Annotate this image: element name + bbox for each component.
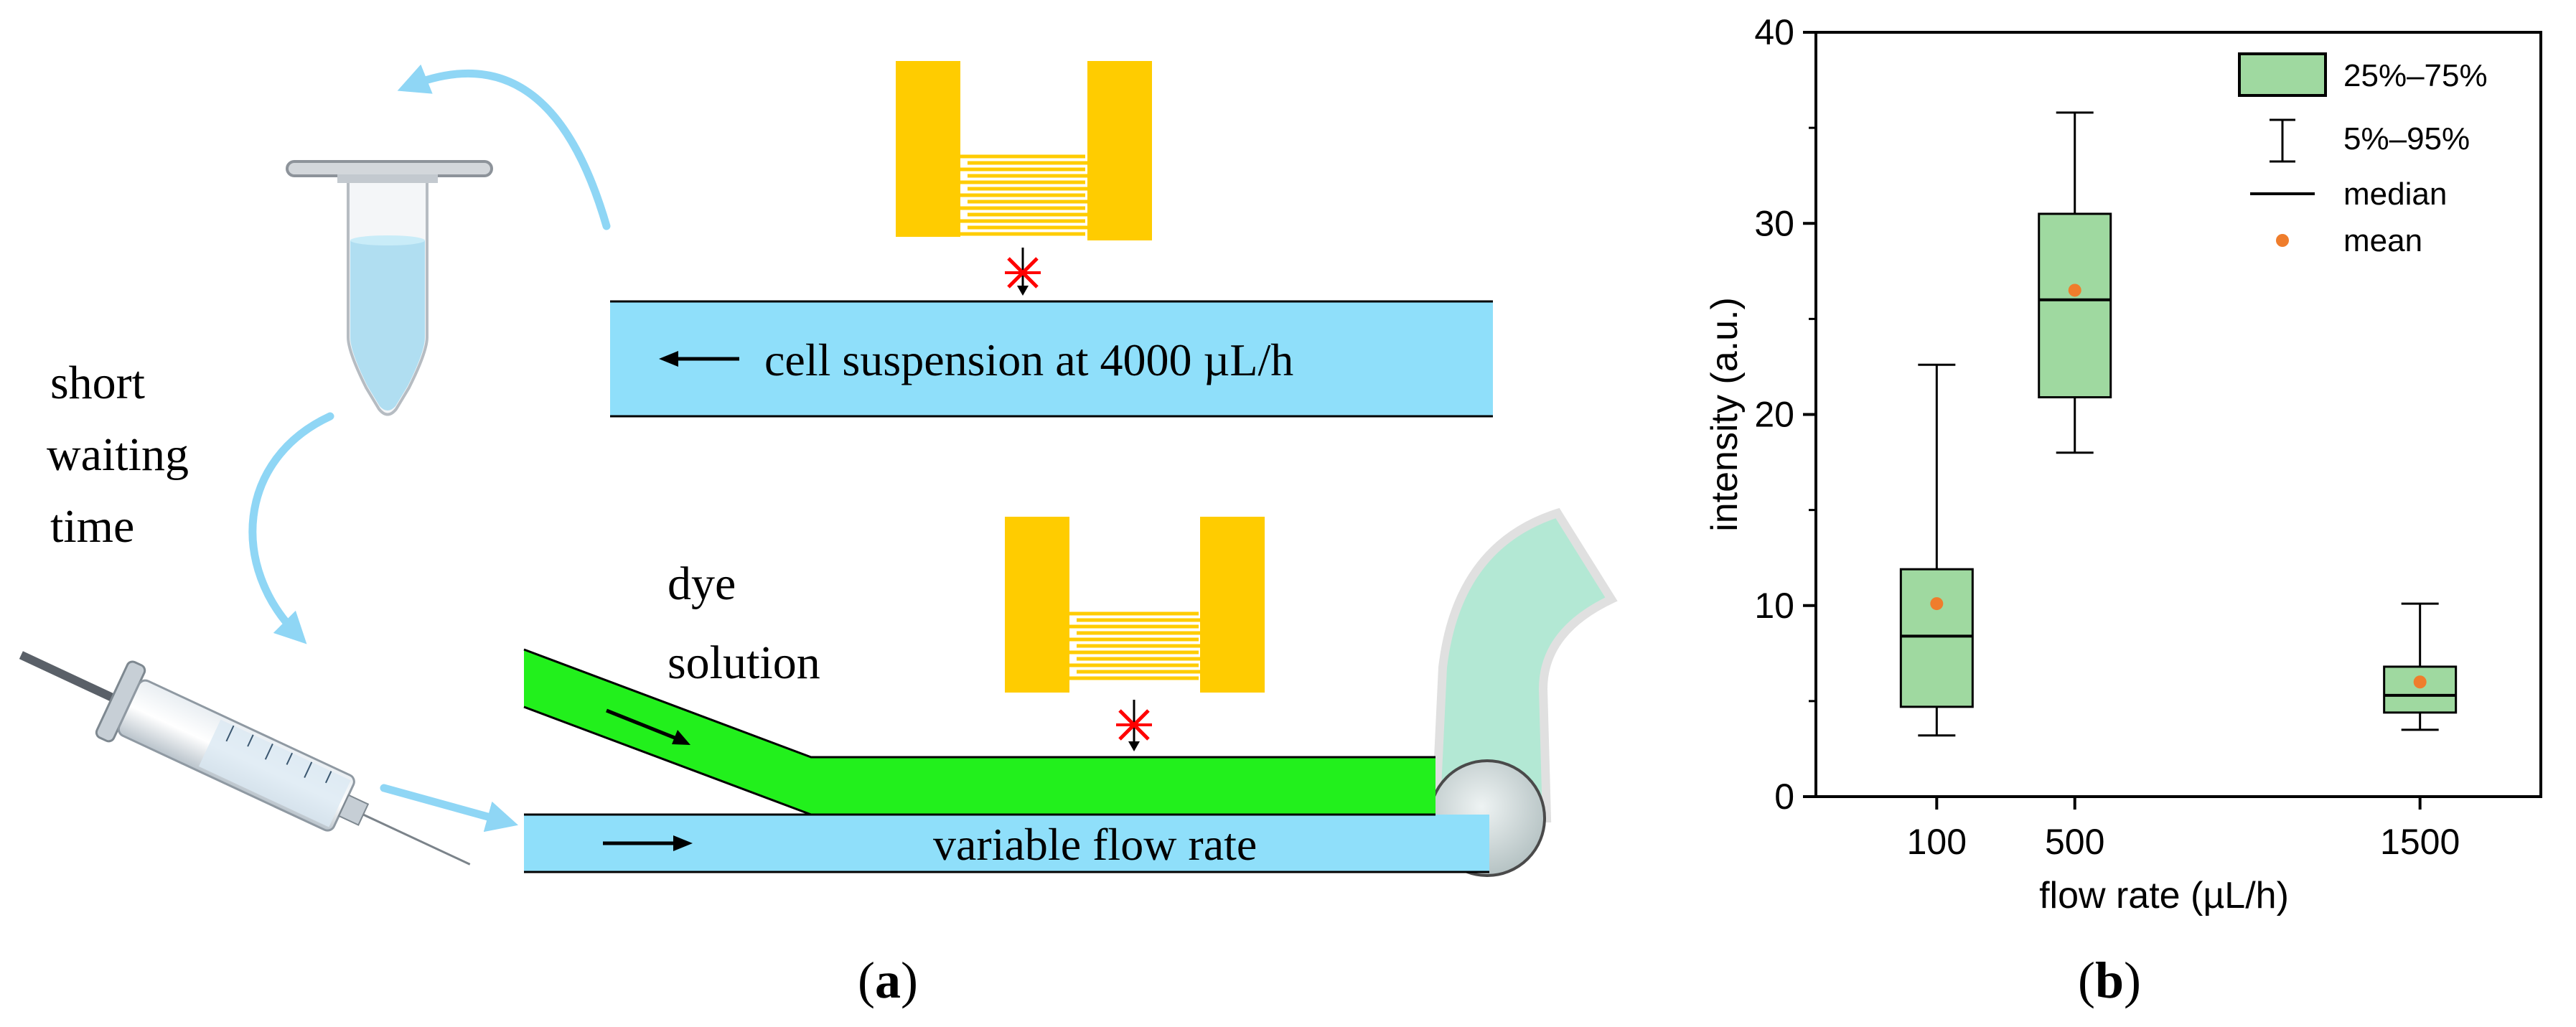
electrode-chip-icon [896, 61, 1152, 240]
bottom-channel-label: variable flow rate [933, 819, 1257, 870]
box-iqr [2038, 212, 2112, 399]
dye-label-line-1: dye [668, 558, 736, 610]
y-tick-label: 30 [1754, 203, 1794, 243]
y-axis-label: intensity (a.u.) [1704, 297, 1746, 532]
bottom-channel: variable flow rate [523, 648, 1489, 873]
top-channel: cell suspension at 4000 µL/h [610, 300, 1493, 418]
top-channel-label: cell suspension at 4000 µL/h [764, 334, 1293, 385]
box-iqr [2383, 665, 2458, 714]
outlet-tubing [1428, 507, 1618, 877]
x-tick-label: 100 [1907, 822, 1967, 862]
box-iqr [1899, 568, 1974, 708]
panel-b-chart: 0 10 20 30 40 100 500 1500 flow rate (µL/h) inten… [1704, 12, 2542, 916]
electrode-chip-icon-bottom [1005, 517, 1265, 693]
waiting-label-line-1: short [50, 357, 145, 409]
panel-a-label-open: ( [858, 952, 875, 1009]
waiting-label-line-3: time [50, 500, 134, 553]
panel-b-label-open: ( [2078, 952, 2095, 1009]
eppendorf-tube-icon [286, 160, 493, 416]
mean-dot [2413, 675, 2427, 689]
y-tick-label: 10 [1754, 586, 1794, 626]
y-tick-label: 40 [1754, 12, 1794, 52]
panel-b-label: (b) [2078, 952, 2141, 1009]
mean-dot [1930, 597, 1944, 611]
panel-a-label-letter: a [875, 952, 901, 1009]
x-tick-label: 1500 [2380, 822, 2460, 862]
x-axis-label: flow rate (µL/h) [2039, 875, 2289, 916]
legend-label: 5%–95% [2343, 121, 2470, 156]
dye-label-line-2: solution [668, 637, 820, 689]
x-tick-label: 500 [2045, 822, 2104, 862]
focus-marker-bottom [1116, 700, 1152, 751]
legend-label: mean [2343, 223, 2422, 258]
legend-label: 25%–75% [2343, 58, 2488, 93]
panel-b-label-letter: b [2095, 952, 2124, 1009]
y-tick-label: 0 [1774, 777, 1794, 817]
focus-marker [1005, 248, 1041, 296]
waiting-label-line-2: waiting [47, 428, 189, 481]
panel-a-label-close: ) [901, 952, 918, 1009]
syringe-icon [19, 651, 471, 866]
y-tick-label: 20 [1754, 395, 1794, 435]
syringe-to-channel-arrow [380, 784, 518, 833]
panel-b-label-close: ) [2124, 952, 2141, 1009]
mean-dot [2068, 283, 2081, 297]
tube-to-syringe-arrow [248, 412, 334, 644]
curved-arrow-icon [248, 64, 611, 833]
legend-box-swatch [2238, 52, 2327, 97]
legend-label: median [2343, 177, 2447, 212]
panel-a-schematic: short waiting time cell suspensio [19, 61, 1618, 1009]
panel-a-label: (a) [858, 952, 918, 1009]
legend-mean-swatch [2276, 234, 2289, 247]
return-arrow [397, 64, 611, 230]
